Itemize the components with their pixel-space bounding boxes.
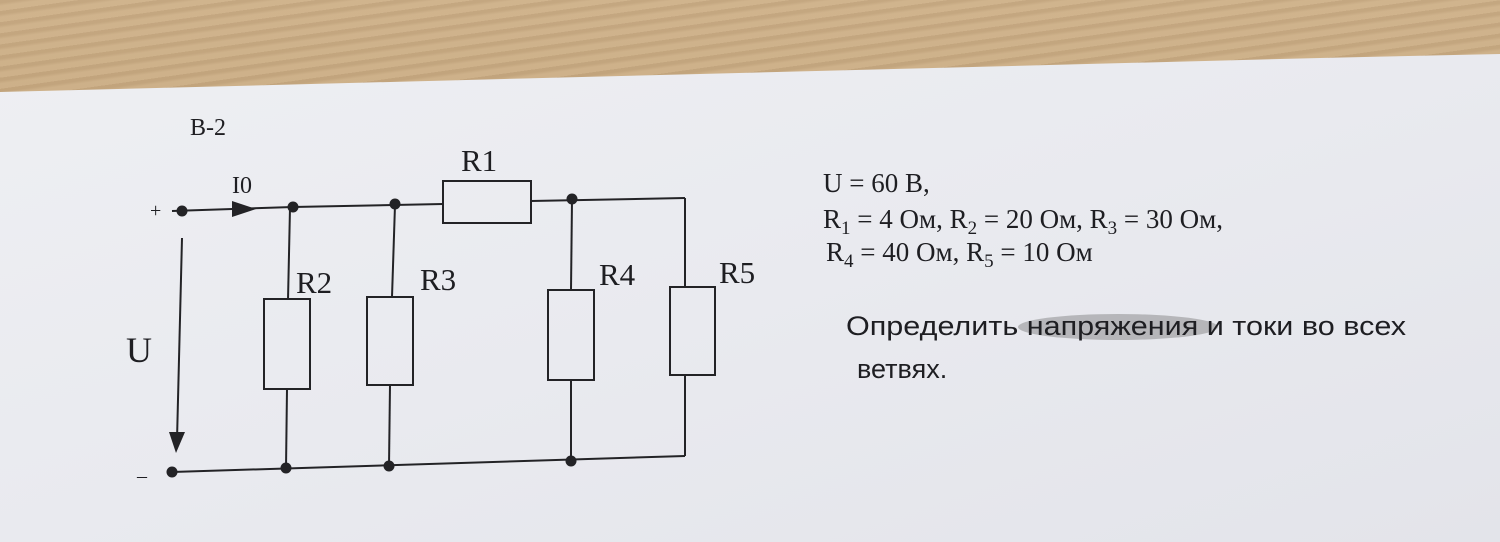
- r2-wire-top: [287, 207, 291, 301]
- resistor-r2: [263, 298, 311, 390]
- label-r3: R3: [420, 262, 456, 297]
- label-r1: R1: [461, 143, 497, 178]
- resistor-r4: [547, 289, 595, 381]
- top-wire-right: [530, 197, 686, 202]
- r3-wire-top: [391, 204, 396, 298]
- given-r4-r5: R4 = 40 Ом, R5 = 10 Ом: [826, 237, 1093, 272]
- minus-sign: –: [136, 465, 148, 487]
- voltage-arrow-line: [176, 237, 183, 441]
- plus-sign: +: [150, 200, 161, 222]
- given-r1-r2-r3: R1 = 4 Ом, R2 = 20 Ом, R3 = 30 Ом,: [823, 204, 1223, 239]
- voltage-arrow-head: [169, 432, 185, 453]
- node-r2-bottom: [280, 462, 292, 474]
- r3-wire-bottom: [388, 384, 391, 467]
- node-r3-top: [389, 198, 401, 210]
- pencil-smudge: [1018, 314, 1218, 340]
- top-wire-middle: [292, 203, 444, 208]
- r4-wire-top: [570, 199, 573, 291]
- voltage-label-u: U: [126, 330, 152, 370]
- node-r4-bottom: [565, 455, 577, 467]
- given-voltage: U = 60 В,: [823, 168, 930, 198]
- resistor-r3: [366, 296, 414, 386]
- circuit-nodes: [166, 193, 578, 478]
- current-arrow-head: [232, 201, 256, 217]
- label-r4: R4: [599, 257, 636, 292]
- terminal-plus: [176, 205, 188, 217]
- current-label-i0: I0: [232, 173, 252, 199]
- node-r4-top: [566, 193, 578, 205]
- label-r2: R2: [296, 265, 332, 300]
- task-line-2: ветвях.: [857, 354, 947, 384]
- r2-wire-bottom: [285, 388, 288, 469]
- bottom-wire: [171, 455, 686, 473]
- paper-surface: [0, 54, 1500, 542]
- node-r2-top: [287, 201, 299, 213]
- terminal-minus: [166, 466, 178, 478]
- variant-label: В-2: [190, 115, 226, 141]
- label-r5: R5: [719, 255, 755, 290]
- resistor-r5: [669, 286, 716, 376]
- task-line-1: Определить напряжения и токи во всех: [846, 311, 1407, 341]
- node-r3-bottom: [383, 460, 395, 472]
- resistor-r1: [442, 180, 532, 224]
